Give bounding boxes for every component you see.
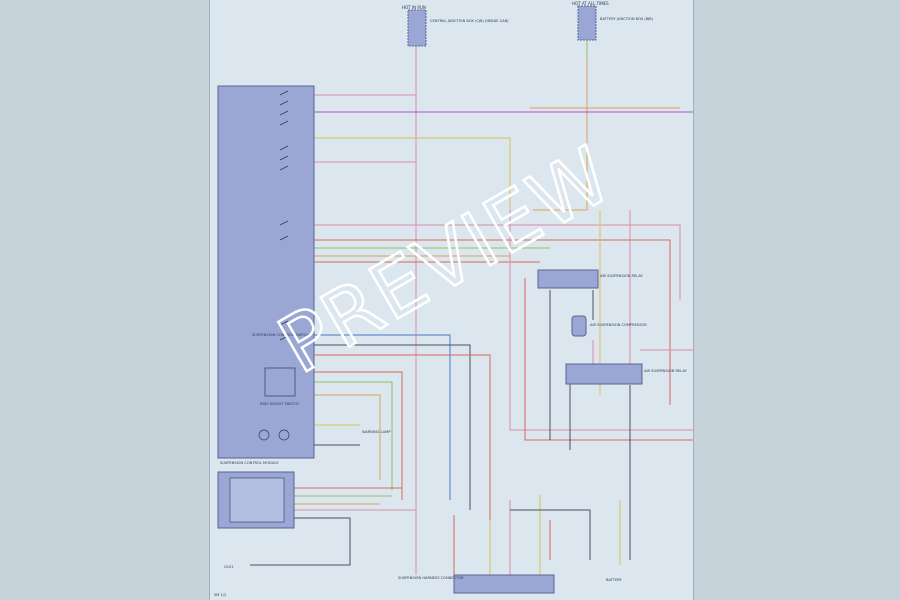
- fuse-right: HOT AT ALL TIMES BATTERY JUNCTION BOX (B…: [572, 1, 654, 41]
- wire-low-1: [314, 334, 451, 500]
- warning-lamp-label: WARNING LAMP: [362, 430, 391, 434]
- suspension-module: SUSPENSION CONTROL MODULE RIDE HEIGHT SW…: [217, 85, 315, 465]
- wire-sw-1: [314, 224, 681, 300]
- fuse-left-desc: CENTRAL JUNCTION BOX (CJB) (INSIDE CAB): [430, 19, 509, 23]
- relay-upper: AIR SUSPENSION RELAY: [537, 269, 644, 289]
- wire-low-2: [314, 344, 471, 510]
- schematic-sheet: HOT IN RUN CENTRAL JUNCTION BOX (CJB) (I…: [209, 0, 694, 600]
- wire-relay-b: [524, 278, 693, 441]
- wire-low-4: [314, 371, 403, 500]
- wire-low-3: [314, 354, 491, 560]
- wire-fuse-right-b: [533, 60, 588, 211]
- page-id: SM 1/2: [214, 593, 226, 597]
- height-switch-label: RIDE HEIGHT SWITCH: [260, 402, 299, 406]
- wire-group: [250, 26, 693, 575]
- bottom-connector-label: SUSPENSION HARNESS CONNECTOR: [398, 576, 464, 580]
- wire-relay-a: [509, 210, 693, 431]
- wire-out-3: [314, 137, 511, 210]
- relay-lower-label: AIR SUSPENSION RELAY: [644, 369, 688, 373]
- fuse-right-desc: BATTERY JUNCTION BOX (BJB): [600, 17, 654, 21]
- module-label: SUSPENSION CONTROL MODULE: [220, 461, 279, 465]
- fuse-left: HOT IN RUN CENTRAL JUNCTION BOX (CJB) (I…: [402, 5, 509, 47]
- relay-upper-label: AIR SUSPENSION RELAY: [600, 274, 644, 278]
- compressor: AIR SUSPENSION COMPRESSOR: [571, 315, 647, 337]
- ground-right-label: BATTERY: [606, 578, 623, 582]
- compressor-label: AIR SUSPENSION COMPRESSOR: [590, 323, 647, 327]
- relay-lower: AIR SUSPENSION RELAY: [565, 363, 688, 385]
- fuse-left-title: HOT IN RUN: [402, 5, 426, 10]
- ground-left-label: G101: [224, 565, 234, 569]
- wiring-diagram: HOT IN RUN CENTRAL JUNCTION BOX (CJB) (I…: [214, 1, 693, 597]
- wire-bot-7: [510, 509, 591, 560]
- wire-low-6: [314, 394, 381, 480]
- control-module: [217, 471, 295, 529]
- bottom-connector: SUSPENSION HARNESS CONNECTOR: [398, 574, 555, 594]
- fuse-right-title: HOT AT ALL TIMES: [572, 1, 609, 6]
- control-switch-label: SUSPENSION CONTROL SWITCH: [252, 333, 309, 337]
- wire-low-5: [314, 381, 393, 490]
